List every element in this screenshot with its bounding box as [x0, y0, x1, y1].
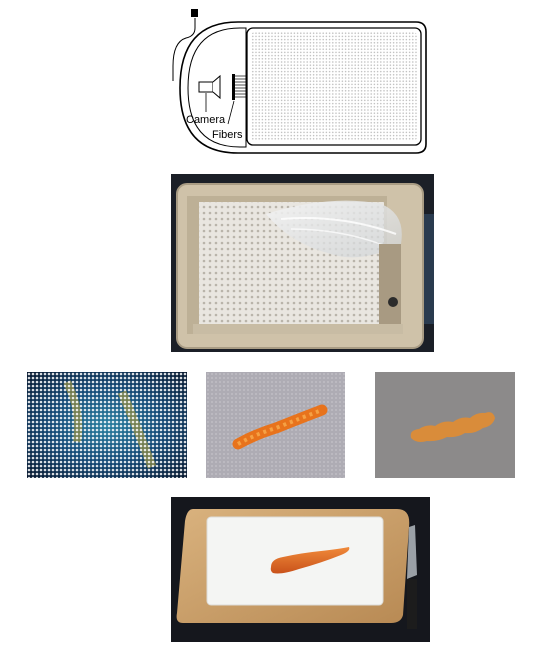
- fiber-bundle-photo: [266, 200, 402, 258]
- segmented-image: [375, 372, 515, 478]
- camera-mount: [379, 244, 401, 324]
- carrot-silhouette: [410, 412, 495, 442]
- carrot-on-board-photo: [171, 497, 430, 642]
- raw-camera-image: [27, 372, 187, 478]
- reconstructed-carrot-illustration: [206, 372, 345, 478]
- camera-lens-photo: [388, 297, 398, 307]
- knife-blade: [407, 525, 417, 579]
- camera-label: Camera: [186, 114, 226, 126]
- fibers-label: Fibers: [212, 129, 243, 141]
- board-schematic-drawing: [172, 9, 427, 154]
- camera-body: [198, 81, 214, 93]
- raw-camera-illustration: [27, 372, 187, 478]
- reconstructed-image: [206, 372, 345, 478]
- carrot-on-board-illustration: [171, 497, 430, 642]
- open-board-illustration: [171, 174, 434, 352]
- fibers-leader-line: [227, 100, 235, 125]
- knife-handle: [407, 579, 417, 629]
- housing-inner-edge: [187, 27, 247, 148]
- fiber-dot-grid: [251, 32, 417, 141]
- fiber-bundle: [232, 74, 235, 100]
- carrot-shape-blurry: [232, 404, 328, 450]
- segmented-carrot-illustration: [375, 372, 515, 478]
- camera-lens: [212, 74, 221, 100]
- fiber-strands: [235, 75, 247, 98]
- board-schematic: Camera Fibers: [168, 6, 430, 156]
- camera-cable: [172, 18, 196, 81]
- cable-plug: [191, 9, 198, 17]
- open-board-photo: [171, 174, 434, 352]
- carrot: [270, 547, 350, 574]
